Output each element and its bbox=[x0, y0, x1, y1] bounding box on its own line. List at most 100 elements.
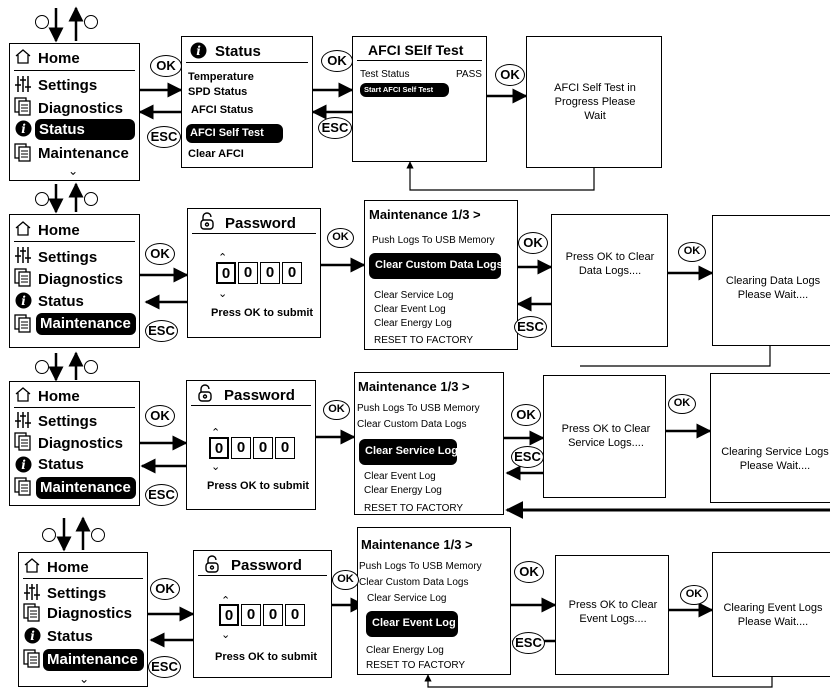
clear-event-log-selected[interactable]: Clear Event Log bbox=[366, 611, 458, 637]
nav-down-circle-icon[interactable] bbox=[35, 15, 49, 29]
start-afci-self-test-button[interactable]: Start AFCI Self Test bbox=[360, 83, 449, 97]
ok-button[interactable]: OK bbox=[145, 405, 175, 427]
digit-up-chevron-icon[interactable]: ⌃ bbox=[218, 252, 228, 264]
password-digit[interactable]: 0 bbox=[219, 604, 239, 626]
digit-down-chevron-icon[interactable]: ⌃ bbox=[221, 627, 231, 639]
password-digit[interactable]: 0 bbox=[241, 604, 261, 626]
ok-button[interactable]: OK bbox=[518, 232, 548, 254]
status-label[interactable]: Status bbox=[38, 293, 84, 310]
maintenance-selected[interactable]: Maintenance bbox=[36, 477, 136, 499]
ok-button[interactable]: OK bbox=[321, 50, 353, 72]
ok-button[interactable]: OK bbox=[511, 404, 541, 426]
ok-button[interactable]: OK bbox=[145, 243, 175, 265]
nav-up-circle-icon[interactable] bbox=[84, 360, 98, 374]
esc-button[interactable]: ESC bbox=[318, 117, 352, 139]
maintenance-item[interactable]: Clear Energy Log bbox=[366, 645, 444, 656]
maintenance-item[interactable]: Clear Event Log bbox=[364, 471, 436, 482]
password-digit[interactable]: 0 bbox=[238, 262, 258, 284]
clear-custom-data-logs-selected[interactable]: Clear Custom Data Logs bbox=[369, 253, 503, 279]
maintenance-item[interactable]: Clear Service Log bbox=[367, 593, 447, 604]
nav-down-circle-icon[interactable] bbox=[35, 360, 49, 374]
clear-service-log-selected[interactable]: Clear Service Log bbox=[359, 439, 458, 465]
nav-up-circle-icon[interactable] bbox=[84, 192, 98, 206]
home-label[interactable]: Home bbox=[38, 50, 80, 67]
status-item[interactable]: AFCI Status bbox=[191, 104, 254, 116]
ok-button[interactable]: OK bbox=[327, 228, 354, 248]
password-digit[interactable]: 0 bbox=[263, 604, 283, 626]
password-digit[interactable]: 0 bbox=[275, 437, 295, 459]
maintenance-item[interactable]: Push Logs To USB Memory bbox=[359, 561, 482, 572]
diagnostics-label[interactable]: Diagnostics bbox=[38, 271, 124, 288]
digit-up-chevron-icon[interactable]: ⌃ bbox=[221, 595, 231, 607]
maintenance-item[interactable]: RESET TO FACTORY bbox=[364, 503, 464, 514]
settings-label[interactable]: Settings bbox=[47, 585, 107, 602]
nav-down-circle-icon[interactable] bbox=[42, 528, 56, 542]
diagnostics-label[interactable]: Diagnostics bbox=[38, 435, 124, 452]
maintenance-selected[interactable]: Maintenance bbox=[36, 313, 136, 335]
password-digit[interactable]: 0 bbox=[260, 262, 280, 284]
maintenance-item[interactable]: Clear Energy Log bbox=[374, 318, 452, 329]
afci-self-test-selected[interactable]: AFCI Self Test bbox=[186, 124, 283, 143]
confirm-clear-data-screen: Press OK to Clear Data Logs.... bbox=[551, 214, 668, 347]
status-item[interactable]: Clear AFCI bbox=[188, 148, 244, 160]
home-label[interactable]: Home bbox=[47, 559, 89, 576]
esc-button[interactable]: ESC bbox=[147, 126, 181, 148]
diagnostics-label[interactable]: Diagnostics bbox=[38, 100, 124, 117]
maintenance-item[interactable]: RESET TO FACTORY bbox=[374, 335, 474, 346]
maintenance-screen: Maintenance 1/3 > Push Logs To USB Memor… bbox=[364, 200, 518, 350]
maintenance-item[interactable]: RESET TO FACTORY bbox=[366, 660, 466, 671]
status-item[interactable]: Temperature bbox=[188, 71, 254, 83]
home-label[interactable]: Home bbox=[38, 222, 80, 239]
esc-button[interactable]: ESC bbox=[512, 632, 545, 654]
ok-button[interactable]: OK bbox=[668, 394, 696, 414]
confirm-clear-service-screen: Press OK to Clear Service Logs.... bbox=[543, 375, 666, 498]
ok-button[interactable]: OK bbox=[323, 400, 350, 420]
esc-button[interactable]: ESC bbox=[145, 484, 178, 506]
status-info-icon: i bbox=[190, 42, 207, 59]
status-label[interactable]: Status bbox=[47, 628, 93, 645]
maintenance-item[interactable]: Clear Service Log bbox=[374, 290, 454, 301]
maintenance-label[interactable]: Maintenance bbox=[38, 145, 129, 162]
password-digit[interactable]: 0 bbox=[253, 437, 273, 459]
esc-button[interactable]: ESC bbox=[148, 656, 181, 678]
ok-button[interactable]: OK bbox=[150, 55, 182, 77]
digit-up-chevron-icon[interactable]: ⌃ bbox=[211, 427, 221, 439]
digit-down-chevron-icon[interactable]: ⌃ bbox=[211, 459, 221, 471]
esc-button[interactable]: ESC bbox=[511, 446, 544, 468]
maintenance-item[interactable]: Clear Custom Data Logs bbox=[357, 419, 467, 430]
nav-down-circle-icon[interactable] bbox=[35, 192, 49, 206]
status-selected[interactable]: Status bbox=[35, 119, 135, 140]
nav-up-circle-icon[interactable] bbox=[84, 15, 98, 29]
esc-button[interactable]: ESC bbox=[145, 320, 178, 342]
settings-label[interactable]: Settings bbox=[38, 413, 98, 430]
password-digit[interactable]: 0 bbox=[231, 437, 251, 459]
maintenance-item[interactable]: Clear Energy Log bbox=[364, 485, 442, 496]
ok-button[interactable]: OK bbox=[680, 585, 708, 605]
settings-label[interactable]: Settings bbox=[38, 77, 98, 94]
ok-button[interactable]: OK bbox=[495, 64, 525, 86]
test-status-value: PASS bbox=[456, 69, 482, 80]
maintenance-item[interactable]: Push Logs To USB Memory bbox=[372, 235, 495, 246]
digit-down-chevron-icon[interactable]: ⌃ bbox=[218, 286, 228, 298]
home-menu-screen: Home Settings Diagnostics Status Mainten… bbox=[9, 43, 140, 181]
ok-button[interactable]: OK bbox=[332, 570, 359, 590]
status-screen: Status Temperature SPD Status AFCI Statu… bbox=[181, 36, 313, 168]
password-digit[interactable]: 0 bbox=[216, 262, 236, 284]
ok-button[interactable]: OK bbox=[514, 561, 544, 583]
maintenance-selected[interactable]: Maintenance bbox=[43, 649, 144, 671]
password-digit[interactable]: 0 bbox=[285, 604, 305, 626]
nav-up-circle-icon[interactable] bbox=[91, 528, 105, 542]
maintenance-item[interactable]: Clear Event Log bbox=[374, 304, 446, 315]
status-label[interactable]: Status bbox=[38, 456, 84, 473]
settings-label[interactable]: Settings bbox=[38, 249, 98, 266]
maintenance-item[interactable]: Push Logs To USB Memory bbox=[357, 403, 480, 414]
home-label[interactable]: Home bbox=[38, 388, 80, 405]
status-item[interactable]: SPD Status bbox=[188, 86, 248, 98]
ok-button[interactable]: OK bbox=[678, 242, 706, 262]
esc-button[interactable]: ESC bbox=[514, 316, 547, 338]
diagnostics-label[interactable]: Diagnostics bbox=[47, 605, 133, 622]
password-digit[interactable]: 0 bbox=[209, 437, 229, 459]
ok-button[interactable]: OK bbox=[150, 578, 180, 600]
maintenance-item[interactable]: Clear Custom Data Logs bbox=[359, 577, 469, 588]
password-digit[interactable]: 0 bbox=[282, 262, 302, 284]
